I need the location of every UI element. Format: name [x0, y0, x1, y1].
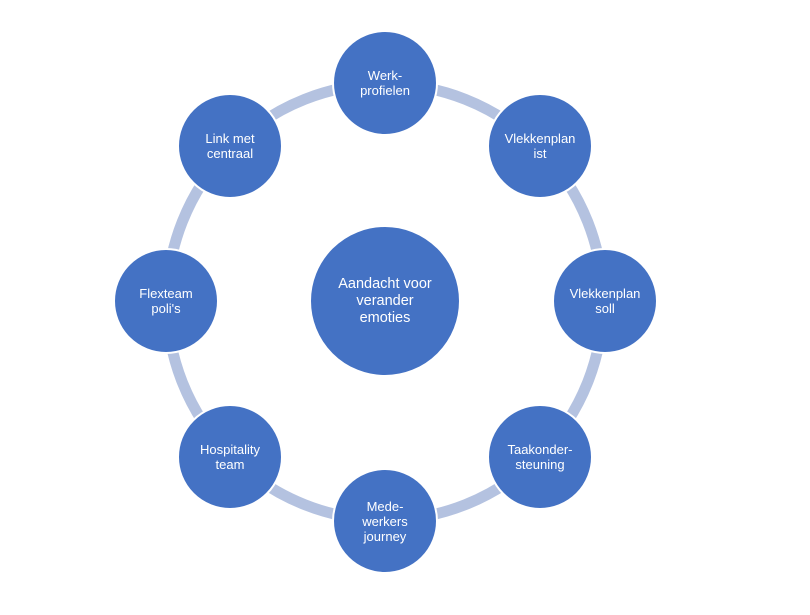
node-label: Vlekkenplan soll: [569, 286, 641, 316]
node-link-met-centraal: Link met centraal: [177, 93, 283, 199]
node-label: Flexteam poli's: [139, 286, 193, 316]
node-label: Hospitality team: [200, 442, 260, 472]
center-label: Aandacht voor verander emoties: [338, 275, 432, 326]
node-werkprofielen: Werk- profielen: [332, 30, 438, 136]
node-label: Vlekkenplan ist: [504, 131, 576, 161]
node-medewerkers-journey: Mede- werkers journey: [332, 468, 438, 574]
center-circle: Aandacht voor verander emoties: [309, 225, 461, 377]
node-hospitality-team: Hospitality team: [177, 404, 283, 510]
node-label: Mede- werkers journey: [362, 498, 408, 544]
node-label: Taakonder- steuning: [507, 442, 573, 472]
node-vlekkenplan-soll: Vlekkenplan soll: [552, 248, 658, 354]
node-flexteam-polis: Flexteam poli's: [113, 248, 219, 354]
node-taakondersteuning: Taakonder- steuning: [487, 404, 593, 510]
node-label: Link met centraal: [205, 131, 255, 161]
node-vlekkenplan-ist: Vlekkenplan ist: [487, 93, 593, 199]
node-label: Werk- profielen: [360, 68, 410, 98]
